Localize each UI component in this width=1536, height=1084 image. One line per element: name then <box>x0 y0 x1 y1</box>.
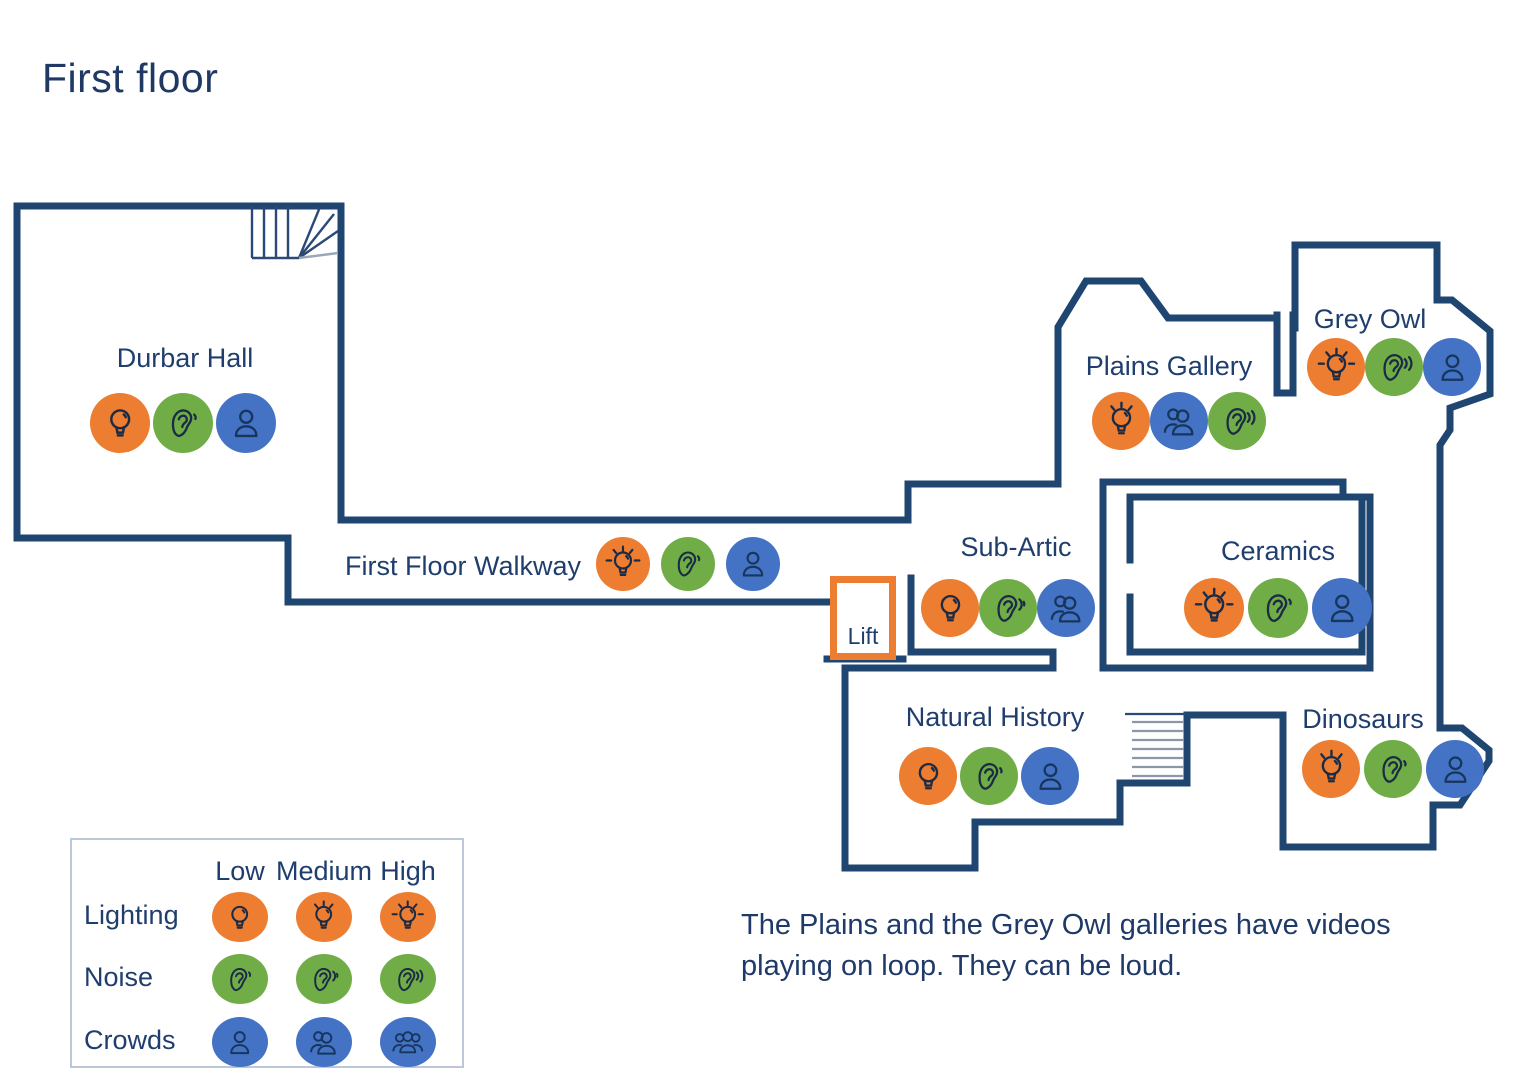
person-icon-low <box>212 1017 268 1067</box>
indicators-first-floor-walkway <box>596 537 780 591</box>
page-title: First floor <box>42 55 219 101</box>
crowds-high-glyph <box>387 1024 428 1061</box>
noise-low-glyph <box>161 401 205 445</box>
bulb-icon-medium <box>296 892 352 942</box>
indicators-dinosaurs <box>1302 740 1484 798</box>
person-icon-medium <box>1150 392 1208 450</box>
legend-column-high: High <box>380 856 436 886</box>
lighting-medium-glyph <box>1310 748 1353 791</box>
person-icon-medium <box>296 1017 352 1067</box>
ear-icon-high <box>1365 338 1423 396</box>
noise-high-glyph <box>387 961 428 998</box>
person-icon-low <box>1423 338 1481 396</box>
noise-low-glyph <box>219 961 260 998</box>
legend-column-medium: Medium <box>275 856 373 886</box>
person-icon-low <box>216 393 276 453</box>
ear-icon-high <box>380 954 436 1004</box>
crowds-low-glyph <box>1434 748 1477 791</box>
lighting-low-glyph <box>219 899 260 936</box>
lighting-medium-glyph <box>303 899 344 936</box>
bulb-icon-high <box>596 537 650 591</box>
indicators-plains-gallery <box>1092 392 1266 450</box>
bulb-icon-low <box>90 393 150 453</box>
ear-icon-low <box>1248 578 1308 638</box>
person-icon-low <box>726 537 780 591</box>
noise-low-glyph <box>668 544 708 584</box>
room-label-durbar-hall: Durbar Hall <box>116 343 254 373</box>
lift-label: Lift <box>847 623 879 649</box>
bulb-icon-high <box>380 892 436 942</box>
indicators-durbar-hall <box>90 393 276 453</box>
ear-icon-low <box>960 747 1018 805</box>
bulb-icon-medium <box>1092 392 1150 450</box>
staircase-top-left <box>250 206 339 260</box>
person-icon-high <box>380 1017 436 1067</box>
ear-icon-high <box>1208 392 1266 450</box>
person-icon-low <box>1312 578 1372 638</box>
indicators-grey-owl <box>1307 338 1481 396</box>
crowds-low-glyph <box>1320 586 1364 630</box>
crowds-low-glyph <box>224 401 268 445</box>
lighting-low-glyph <box>929 587 972 630</box>
person-icon-low <box>1426 740 1484 798</box>
lighting-low-glyph <box>907 755 950 798</box>
ear-icon-medium <box>296 954 352 1004</box>
noise-low-glyph <box>1256 586 1300 630</box>
ear-icon-low <box>1364 740 1422 798</box>
person-icon-low <box>1021 747 1079 805</box>
room-label-grey-owl: Grey Owl <box>1313 304 1427 334</box>
indicators-sub-artic <box>921 579 1095 637</box>
crowds-medium-glyph <box>1045 587 1088 630</box>
bulb-icon-high <box>1307 338 1365 396</box>
crowds-low-glyph <box>1029 755 1072 798</box>
crowds-low-glyph <box>1431 346 1474 389</box>
lighting-low-glyph <box>98 401 142 445</box>
lighting-high-glyph <box>1192 586 1236 630</box>
lighting-high-glyph <box>387 899 428 936</box>
bulb-icon-low <box>212 892 268 942</box>
legend-column-low: Low <box>215 856 265 886</box>
ear-icon-low <box>153 393 213 453</box>
indicators-natural-history <box>899 747 1079 805</box>
legend-row-crowds: Crowds <box>84 1025 176 1055</box>
room-label-ceramics: Ceramics <box>1220 536 1335 566</box>
legend-row-lighting: Lighting <box>84 900 179 930</box>
bulb-icon-low <box>921 579 979 637</box>
crowds-low-glyph <box>219 1024 260 1061</box>
lift-room: Lift <box>830 576 896 660</box>
noise-low-glyph <box>1372 748 1415 791</box>
note-text: The Plains and the Grey Owl galleries ha… <box>741 909 1391 982</box>
person-icon-medium <box>1037 579 1095 637</box>
noise-medium-glyph <box>987 587 1030 630</box>
lighting-high-glyph <box>1315 346 1358 389</box>
noise-medium-glyph <box>303 961 344 998</box>
crowds-low-glyph <box>733 544 773 584</box>
bulb-icon-low <box>899 747 957 805</box>
noise-high-glyph <box>1216 400 1259 443</box>
lighting-high-glyph <box>603 544 643 584</box>
bulb-icon-medium <box>1302 740 1360 798</box>
indicators-ceramics <box>1184 578 1372 638</box>
ear-icon-low <box>212 954 268 1004</box>
lighting-medium-glyph <box>1100 400 1143 443</box>
legend-row-noise: Noise <box>84 962 154 992</box>
ear-icon-low <box>661 537 715 591</box>
staircase-right <box>1125 712 1186 778</box>
noise-high-glyph <box>1373 346 1416 389</box>
room-label-sub-artic: Sub-Artic <box>960 532 1072 562</box>
room-label-natural-history: Natural History <box>905 702 1085 732</box>
crowds-medium-glyph <box>1158 400 1201 443</box>
room-label-plains-gallery: Plains Gallery <box>1085 351 1253 381</box>
bulb-icon-high <box>1184 578 1244 638</box>
crowds-medium-glyph <box>303 1024 344 1061</box>
ear-icon-medium <box>979 579 1037 637</box>
room-label-first-floor-walkway: First Floor Walkway <box>345 551 582 581</box>
room-label-dinosaurs: Dinosaurs <box>1302 704 1424 734</box>
noise-low-glyph <box>968 755 1011 798</box>
